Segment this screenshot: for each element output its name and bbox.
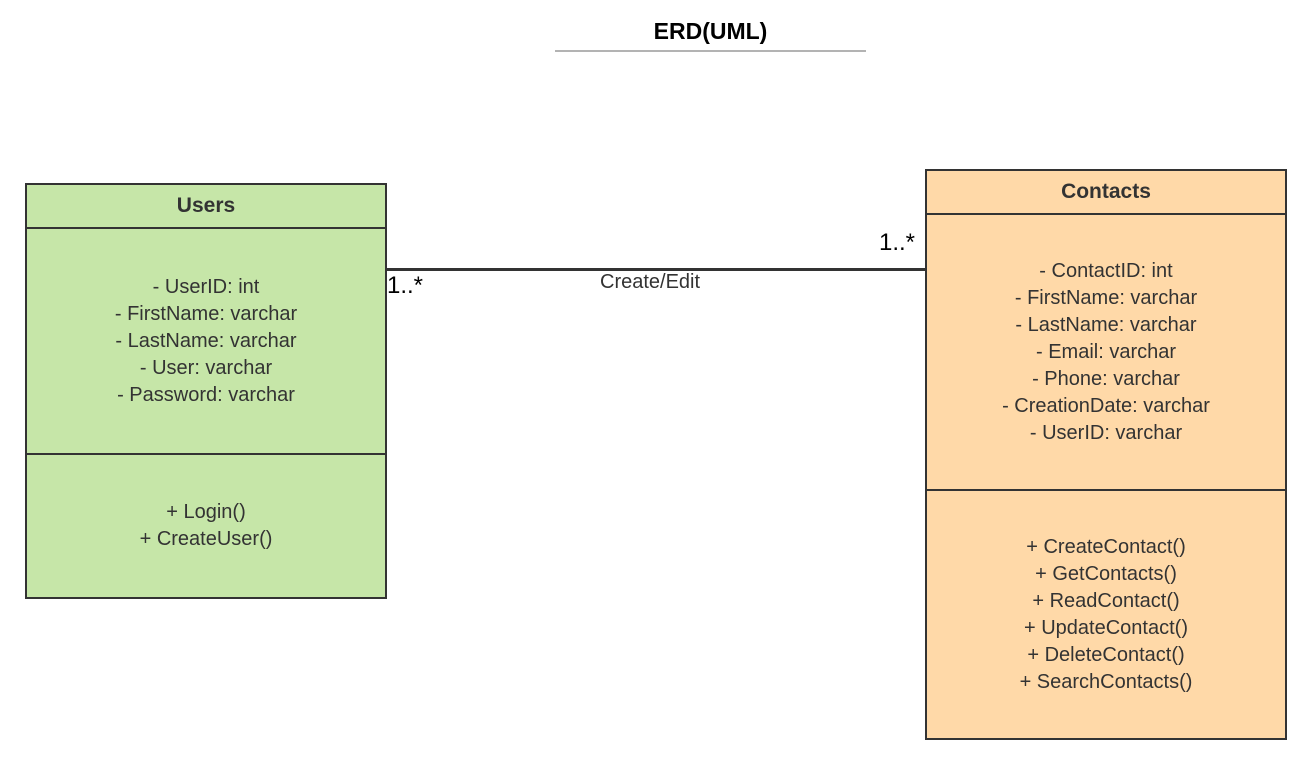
users-attribute: - User: varchar xyxy=(139,356,273,379)
contacts-operation: + GetContacts() xyxy=(1035,562,1177,585)
contacts-attribute: - LastName: varchar xyxy=(1015,313,1197,336)
users-operation: + CreateUser() xyxy=(139,528,273,550)
contacts-operation: + SearchContacts() xyxy=(1019,670,1193,693)
diagram-title: ERD(UML) xyxy=(555,14,866,52)
contacts-attribute: - UserID: varchar xyxy=(1029,421,1183,444)
association-line[interactable] xyxy=(387,268,925,271)
contacts-operation: + UpdateContact() xyxy=(1024,616,1188,639)
contacts-attribute: - ContactID: int xyxy=(1039,259,1173,282)
contacts-attribute: - Email: varchar xyxy=(1035,340,1177,363)
contacts-attribute: - CreationDate: varchar xyxy=(1002,394,1210,417)
users-attributes-section: - UserID: int - FirstName: varchar - Las… xyxy=(27,229,385,455)
users-class-name: Users xyxy=(27,185,385,229)
contacts-attributes-section: - ContactID: int - FirstName: varchar - … xyxy=(927,215,1285,491)
users-attribute: - UserID: int xyxy=(152,275,260,298)
contacts-attribute: - Phone: varchar xyxy=(1032,367,1180,390)
contacts-operations-section: + CreateContact() + GetContacts() + Read… xyxy=(927,491,1285,738)
contacts-attribute: - FirstName: varchar xyxy=(1014,286,1198,309)
contacts-class-name: Contacts xyxy=(927,171,1285,215)
users-class-box[interactable]: Users - UserID: int - FirstName: varchar… xyxy=(25,183,387,599)
contacts-class-box[interactable]: Contacts - ContactID: int - FirstName: v… xyxy=(925,169,1287,740)
contacts-end-multiplicity: 1..* xyxy=(879,229,916,256)
users-operation: + Login() xyxy=(166,501,246,523)
contacts-operation: + DeleteContact() xyxy=(1027,643,1185,666)
contacts-operation: + ReadContact() xyxy=(1032,589,1180,612)
users-attribute: - Password: varchar xyxy=(117,383,295,406)
contacts-operation: + CreateContact() xyxy=(1026,535,1186,558)
users-end-multiplicity: 1..* xyxy=(387,272,424,299)
association-label: Create/Edit xyxy=(600,271,701,293)
users-attribute: - FirstName: varchar xyxy=(114,302,298,325)
users-attribute: - LastName: varchar xyxy=(115,329,297,352)
users-operations-section: + Login() + CreateUser() xyxy=(27,455,385,597)
